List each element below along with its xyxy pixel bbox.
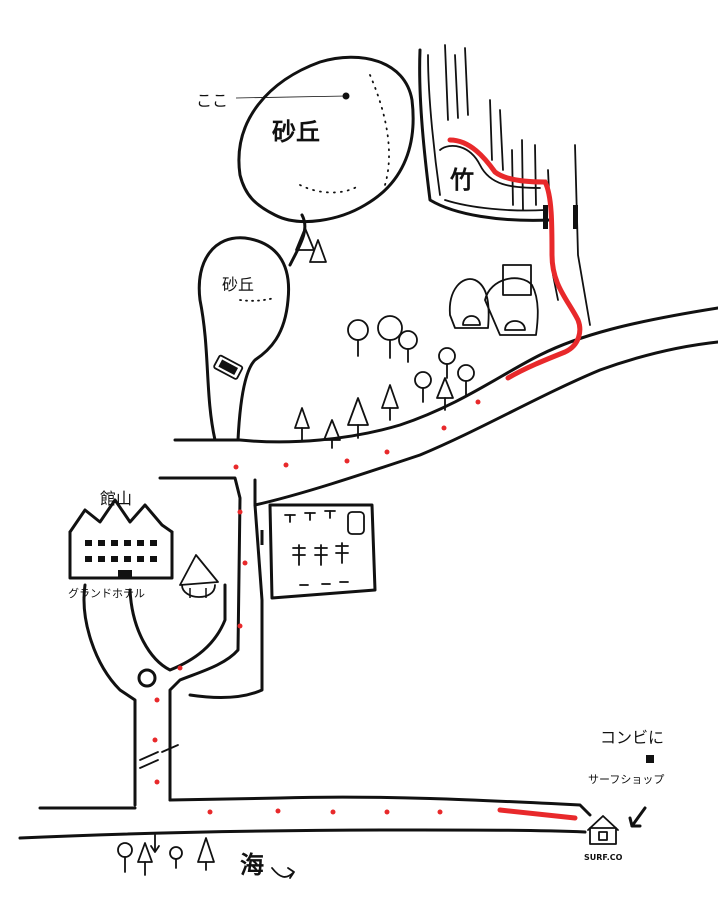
bamboo-grove (418, 44, 591, 326)
bamboo-label: 竹 (449, 166, 474, 194)
small-dune (197, 213, 307, 442)
surf-shop-label: サーフショップ (588, 773, 664, 786)
surf-shop-sign: SURF.CO (584, 853, 623, 862)
post-icon (543, 205, 548, 229)
surf-shop (587, 815, 619, 845)
car-icon (347, 511, 365, 535)
convenience-store-label: コンビに (600, 728, 664, 747)
large-dune (237, 55, 415, 223)
car-icon (213, 354, 244, 380)
pointer-arrow-icon (628, 806, 647, 828)
forest (294, 227, 539, 449)
dune-small-label: 砂丘 (222, 275, 254, 294)
parking-lot (260, 503, 377, 600)
arrow-icon (271, 867, 295, 879)
dune-large-label: 砂丘 (272, 118, 320, 146)
store-marker-icon (646, 755, 654, 763)
here-marker (235, 92, 350, 100)
roads (18, 306, 718, 840)
walking-route (152, 137, 583, 821)
hotel-name-kanji: 館山 (100, 489, 132, 508)
here-label: ここ (196, 91, 228, 110)
here-dot-icon (342, 92, 350, 100)
grand-hotel (68, 498, 219, 598)
post-icon (573, 205, 578, 229)
sea-label: 海 (240, 851, 264, 879)
beach-trees (117, 834, 215, 876)
hotel-name-kana: グランドホテル (68, 586, 145, 600)
